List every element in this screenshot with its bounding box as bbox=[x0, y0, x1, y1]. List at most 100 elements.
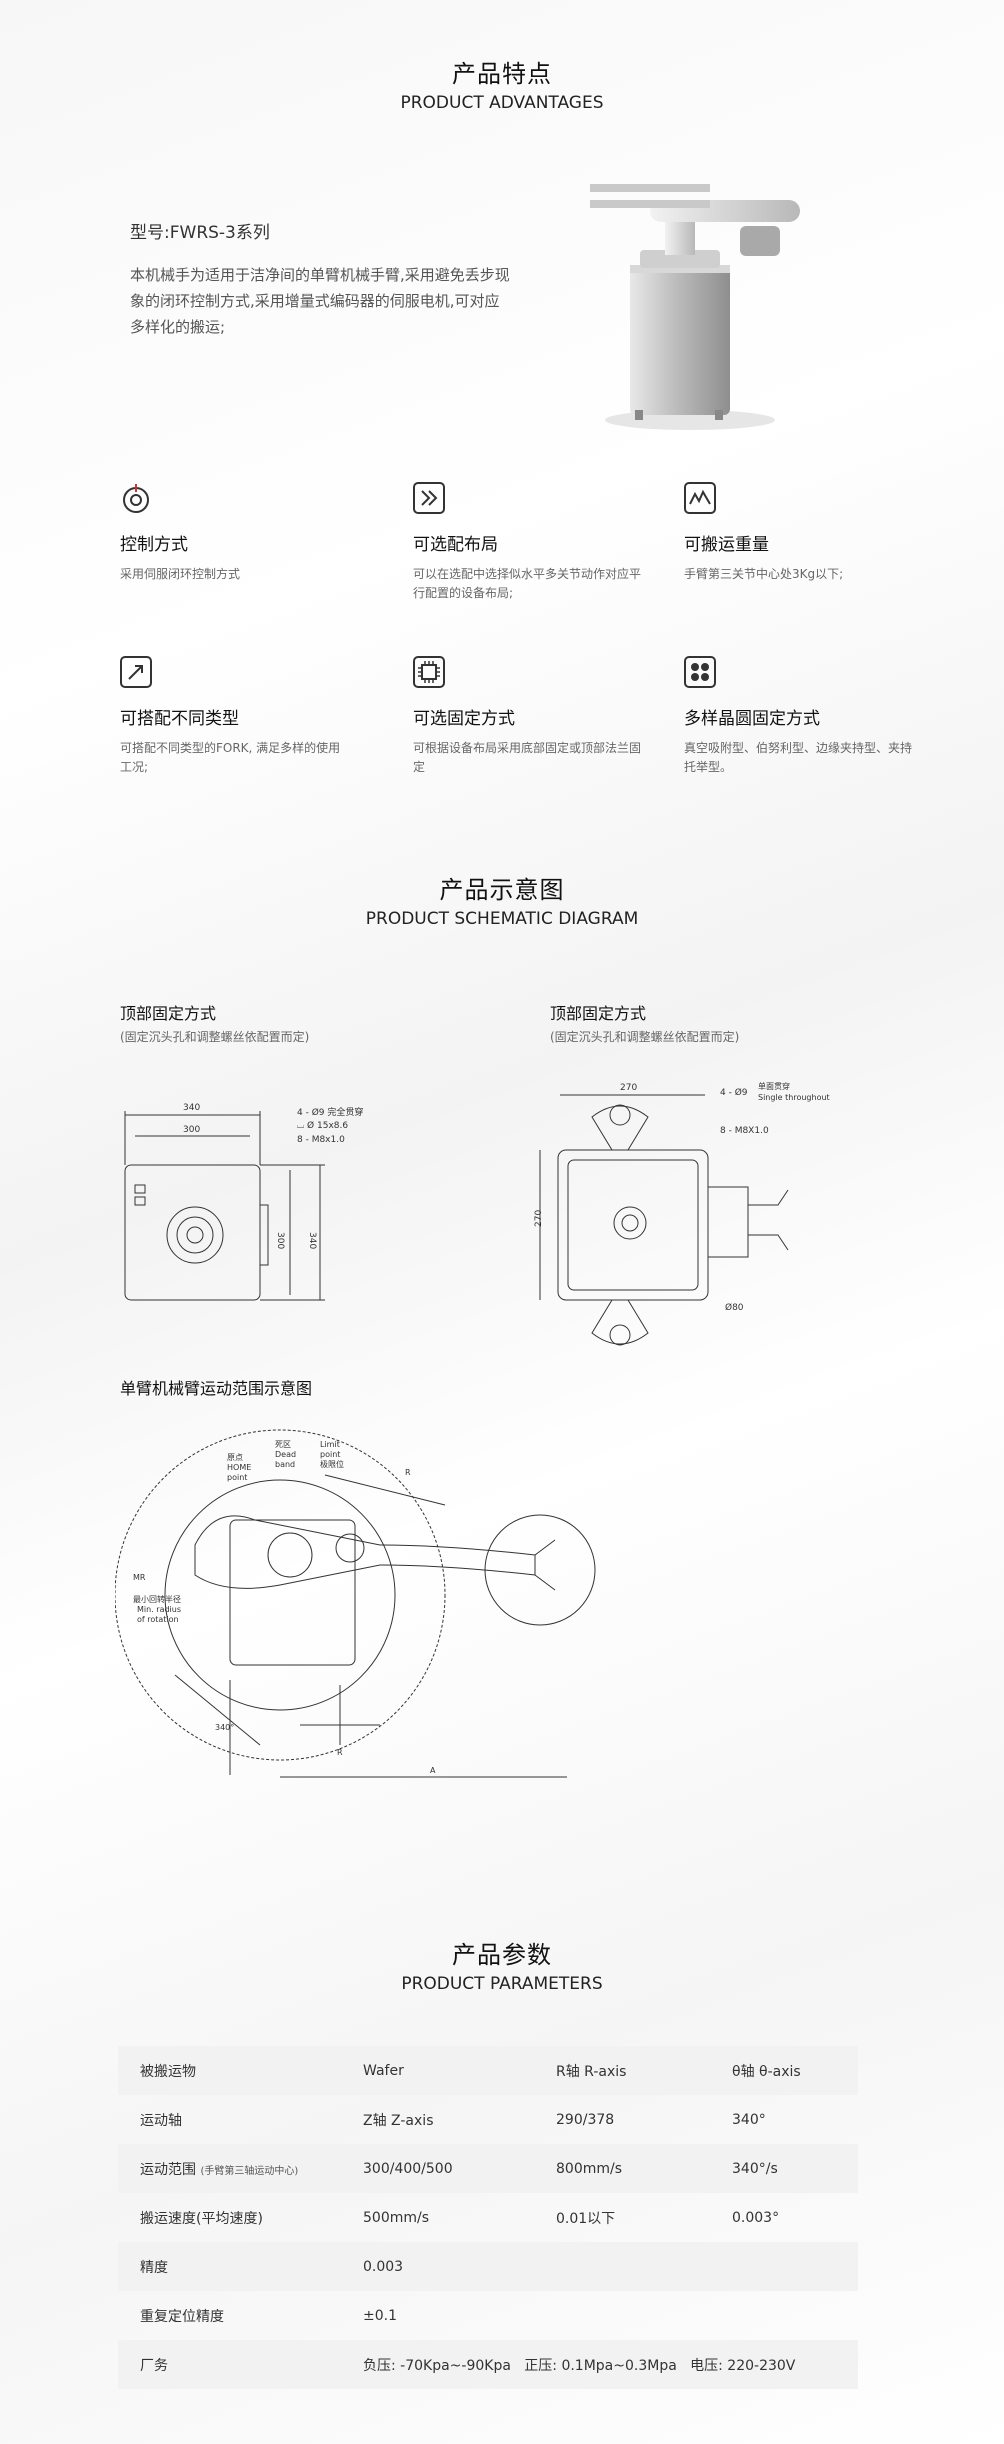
param-label: 被搬运物 bbox=[140, 2063, 196, 2080]
left-diagram-subtitle: (固定沉头孔和调整螺丝依配置而定) bbox=[120, 1030, 310, 1044]
range-diagram-heading: 单臂机械臂运动范围示意图 bbox=[120, 1379, 313, 1398]
mr-label-cn: 最小回转半径 bbox=[133, 1594, 181, 1604]
param-value bbox=[710, 2291, 858, 2340]
limit-label-point: point bbox=[320, 1450, 340, 1459]
chip-icon bbox=[413, 656, 445, 688]
feature-desc: 采用伺服闭环控制方式 bbox=[120, 567, 241, 581]
param-value: 290/378 bbox=[556, 2111, 615, 2128]
param-value: Wafer bbox=[363, 2062, 404, 2079]
dim-270-top: 270 bbox=[620, 1083, 637, 1093]
home-label-cn: 原点 bbox=[227, 1453, 243, 1462]
dead-label-en: Dead bbox=[275, 1450, 296, 1459]
param-note: (手臂第三轴运动中心) bbox=[200, 2165, 299, 2177]
feature-desc: 可搭配不同类型的FORK, 满足多样的使用工况; bbox=[120, 741, 341, 774]
feature-title: 控制方式 bbox=[120, 535, 188, 555]
dead-label-band: band bbox=[275, 1460, 295, 1469]
feature-title: 可搭配不同类型 bbox=[120, 709, 239, 729]
feature-mounting: 可选固定方式 可根据设备布局采用底部固定或顶部法兰固定 bbox=[413, 656, 643, 777]
param-label: 精度 bbox=[140, 2259, 168, 2276]
parameters-table: 被搬运物 Wafer R轴 R-axis θ轴 θ-axis 运动轴 Z轴 Z-… bbox=[118, 2046, 858, 2389]
note-single-cn: 单面贯穿 bbox=[758, 1081, 790, 1091]
top-mount-drawing-right: 270 270 4 - Ø9 单面贯穿 Single throughout 8 … bbox=[534, 1081, 830, 1346]
table-row: 运动范围 (手臂第三轴运动中心) 300/400/500 800mm/s 340… bbox=[118, 2144, 858, 2193]
note-hole: 4 - Ø9 完全贯穿 bbox=[297, 1106, 363, 1118]
limit-label-cn: 极限位 bbox=[320, 1459, 344, 1469]
note-single-en: Single throughout bbox=[758, 1093, 830, 1102]
feature-wafer-fixing: 多样晶圆固定方式 真空吸附型、伯努利型、边缘夹持型、夹持托举型。 bbox=[684, 656, 914, 777]
motion-range-drawing: 原点 HOME point 死区 Dead band Limit point 极… bbox=[115, 1429, 596, 1778]
home-label-en: HOME bbox=[227, 1463, 251, 1472]
right-diagram-heading: 顶部固定方式 bbox=[550, 1004, 647, 1023]
robot-product-image bbox=[590, 184, 800, 430]
param-value: 500mm/s bbox=[363, 2209, 430, 2226]
rocket-icon bbox=[120, 656, 152, 688]
table-row: 被搬运物 Wafer R轴 R-axis θ轴 θ-axis bbox=[118, 2046, 858, 2095]
control-icon bbox=[123, 484, 149, 513]
param-label: 运动范围 (手臂第三轴运动中心) bbox=[140, 2161, 299, 2178]
feature-fork: 可搭配不同类型 可搭配不同类型的FORK, 满足多样的使用工况; bbox=[120, 656, 350, 777]
a-label: A bbox=[430, 1766, 436, 1775]
schematic-title: 产品示意图 PRODUCT SCHEMATIC DIAGRAM bbox=[0, 870, 1004, 929]
dim-340-side: 340 bbox=[307, 1232, 317, 1249]
power-spec: 负压: -70Kpa~-90Kpa 正压: 0.1Mpa~0.3Mpa 电压: … bbox=[363, 2357, 796, 2374]
advantages-title-cn: 产品特点 bbox=[452, 60, 552, 88]
feature-layout: 可选配布局 可以在选配中选择似水平多关节动作对应平行配置的设备布局; bbox=[413, 482, 643, 603]
dim-300-side: 300 bbox=[275, 1232, 285, 1249]
left-diagram-heading: 顶部固定方式 bbox=[120, 1004, 217, 1023]
feature-desc: 可根据设备布局采用底部固定或顶部法兰固定 bbox=[413, 741, 642, 774]
param-value: θ轴 θ-axis bbox=[732, 2063, 801, 2080]
top-mount-drawing-left: 340 300 300 340 4 - Ø9 完全贯穿 ⌴ Ø 15x8.6 8… bbox=[124, 1103, 363, 1301]
grid-icon bbox=[684, 656, 716, 688]
feature-weight: 可搬运重量 手臂第三关节中心处3Kg以下; bbox=[684, 482, 914, 584]
param-label: 运动轴 bbox=[140, 2112, 182, 2129]
param-value: 0.003° bbox=[732, 2209, 780, 2226]
intro-text: 本机械手为适用于洁净间的单臂机械手臂,采用避免丢步现象的闭环控制方式,采用增量式… bbox=[130, 266, 510, 336]
param-value bbox=[534, 2291, 710, 2340]
note-thread: 8 - M8x1.0 bbox=[297, 1135, 345, 1145]
right-diagram-subtitle: (固定沉头孔和调整螺丝依配置而定) bbox=[550, 1030, 740, 1044]
param-label: 重复定位精度 bbox=[140, 2308, 224, 2325]
param-value bbox=[710, 2242, 858, 2291]
param-value: R轴 R-axis bbox=[556, 2063, 627, 2080]
feature-desc: 手臂第三关节中心处3Kg以下; bbox=[684, 567, 844, 581]
r-label-bottom: R bbox=[337, 1748, 343, 1757]
feature-desc: 可以在选配中选择似水平多关节动作对应平行配置的设备布局; bbox=[413, 567, 642, 600]
param-value: 340° bbox=[732, 2111, 766, 2128]
dead-label-cn: 死区 bbox=[275, 1440, 291, 1449]
feature-title: 可选配布局 bbox=[413, 535, 498, 555]
param-value: ±0.1 bbox=[363, 2307, 397, 2324]
advantages-title: 产品特点 PRODUCT ADVANTAGES bbox=[0, 54, 1004, 113]
layout-icon bbox=[413, 482, 445, 514]
feature-desc: 真空吸附型、伯努利型、边缘夹持型、夹持托举型。 bbox=[684, 741, 913, 774]
feature-control: 控制方式 采用伺服闭环控制方式 bbox=[120, 482, 350, 584]
table-row: 搬运速度(平均速度) 500mm/s 0.01以下 0.003° bbox=[118, 2193, 858, 2242]
param-value: 800mm/s bbox=[556, 2160, 623, 2177]
table-row: 重复定位精度 ±0.1 bbox=[118, 2291, 858, 2340]
param-label: 厂务 bbox=[140, 2357, 168, 2374]
note-hole-right: 4 - Ø9 bbox=[720, 1087, 748, 1098]
advantages-title-en: PRODUCT ADVANTAGES bbox=[400, 93, 604, 113]
dim-340-top: 340 bbox=[183, 1103, 200, 1113]
dim-300-top: 300 bbox=[183, 1125, 200, 1135]
r-label-top: R bbox=[405, 1468, 411, 1477]
param-value bbox=[534, 2242, 710, 2291]
model-number: 型号:FWRS-3系列 bbox=[130, 223, 270, 243]
mr-label: MR bbox=[133, 1573, 146, 1582]
feature-title: 可选固定方式 bbox=[413, 709, 515, 729]
note-counterbore: ⌴ Ø 15x8.6 bbox=[297, 1120, 348, 1131]
mr-label-en2: of rotation bbox=[137, 1615, 179, 1624]
schematic-title-cn: 产品示意图 bbox=[439, 876, 565, 904]
param-value: 0.003 bbox=[363, 2258, 404, 2275]
dim-270-side: 270 bbox=[534, 1210, 544, 1227]
limit-label-en: Limit bbox=[320, 1440, 340, 1449]
note-thread-right: 8 - M8X1.0 bbox=[720, 1126, 769, 1136]
param-value: 340°/s bbox=[732, 2160, 778, 2177]
feature-title: 可搬运重量 bbox=[684, 535, 769, 555]
param-value: Z轴 Z-axis bbox=[363, 2112, 434, 2129]
param-value: 300/400/500 bbox=[363, 2160, 453, 2177]
parameters-title: 产品参数 PRODUCT PARAMETERS bbox=[0, 1935, 1004, 1994]
schematic-title-en: PRODUCT SCHEMATIC DIAGRAM bbox=[365, 909, 639, 929]
table-row: 厂务 负压: -70Kpa~-90Kpa 正压: 0.1Mpa~0.3Mpa 电… bbox=[118, 2340, 858, 2389]
param-label: 搬运速度(平均速度) bbox=[140, 2210, 263, 2227]
note-dia-80: Ø80 bbox=[725, 1302, 744, 1313]
